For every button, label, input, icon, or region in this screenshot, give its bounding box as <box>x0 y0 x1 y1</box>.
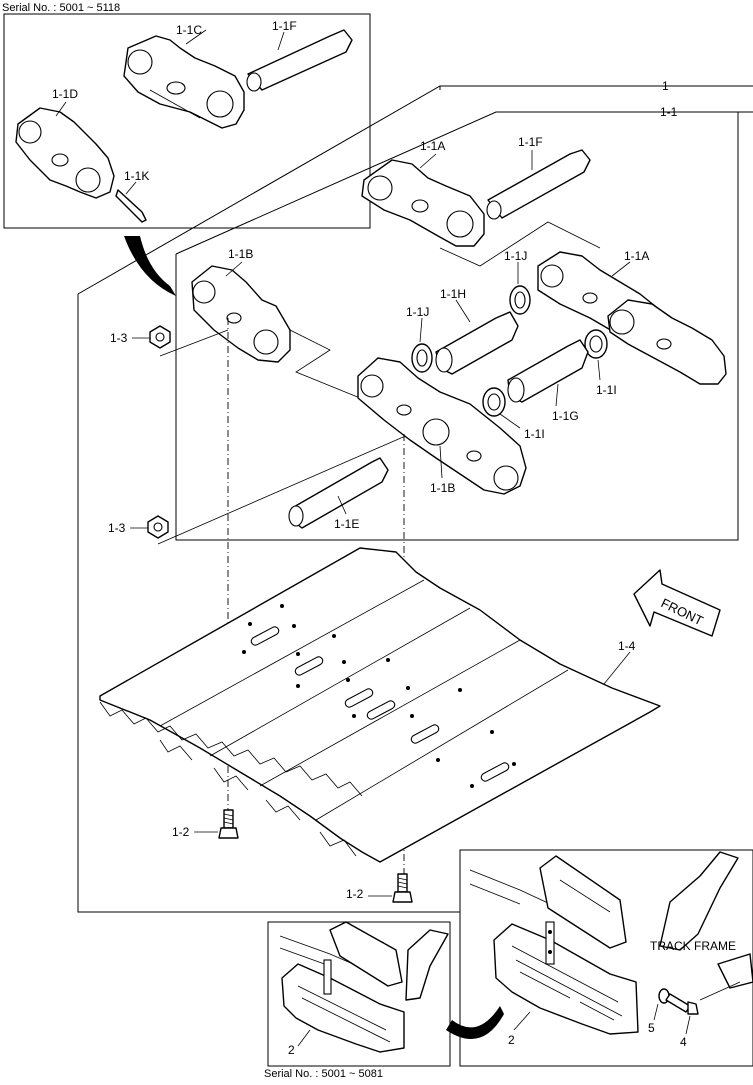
callout-1-1: 1-1 <box>660 105 678 119</box>
callout-1-1b-top: 1-1B <box>228 247 253 261</box>
link-1-1b-bottom: 1-1B <box>357 357 527 495</box>
link-1-1b-top: 1-1B <box>191 247 291 363</box>
bushing-1-1h: 1-1H <box>435 287 519 375</box>
callout-1-1k: 1-1K <box>124 169 149 183</box>
track-shoe-assembly-1-4: 1-4 <box>99 547 661 863</box>
callout-1-2-left: 1-2 <box>172 825 190 839</box>
callout-1-1d: 1-1D <box>52 87 78 101</box>
callout-1-1a-right: 1-1A <box>624 249 649 263</box>
callout-1-1h: 1-1H <box>440 287 466 301</box>
seal-1-1j-right: 1-1J <box>504 249 531 315</box>
assembly-1-1-outline: 1-1 <box>175 105 753 541</box>
pin-1-1f-inset <box>246 29 353 92</box>
link-1-1a-top: 1-1A <box>361 139 485 247</box>
callout-1-3-top: 1-3 <box>110 331 128 345</box>
pin-1-1f-main: 1-1F <box>486 135 591 220</box>
bushing-1-1g: 1-1G <box>507 339 589 423</box>
callout-1-1e: 1-1E <box>334 517 359 531</box>
callout-4: 4 <box>680 1035 687 1049</box>
callout-1-1i-right: 1-1I <box>596 383 617 397</box>
curved-arrow-icon-bottom <box>446 1006 504 1039</box>
callout-1-1j-right: 1-1J <box>504 249 527 263</box>
seal-1-1i-right: 1-1I <box>584 329 617 397</box>
seal-1-1j-left: 1-1J <box>406 305 433 373</box>
callout-1-1j-left: 1-1J <box>406 305 429 319</box>
callout-1-1c: 1-1C <box>176 23 202 37</box>
split-pin-1-1k <box>115 189 147 223</box>
curved-arrow-icon <box>124 236 176 296</box>
bolt-1-2-right: 1-2 <box>346 873 413 903</box>
callout-1-1a-top: 1-1A <box>420 139 445 153</box>
bottom-right-inset: 2 5 4 TRACK FRAME <box>459 849 753 1067</box>
nut-1-3-bottom: 1-3 <box>108 515 169 539</box>
callout-1-1f-inset: 1-1F <box>272 19 297 33</box>
callout-1: 1 <box>662 79 669 93</box>
nut-1-3-top: 1-3 <box>110 325 171 349</box>
link-1-1d <box>15 107 115 199</box>
callout-1-1f-main: 1-1F <box>518 135 543 149</box>
callout-2-left: 2 <box>288 1043 295 1057</box>
serial-bottom-label: Serial No. : 5001 ~ 5081 <box>264 1068 383 1080</box>
bolt-4: 4 <box>665 993 699 1049</box>
callout-1-1i-mid: 1-1I <box>524 427 545 441</box>
top-inset-box: 1-1C 1-1F 1-1D 1-1K <box>3 13 371 229</box>
serial-top-label: Serial No. : 5001 ~ 5118 <box>2 2 120 14</box>
callout-2-right: 2 <box>508 1033 515 1047</box>
seal-1-1i-mid: 1-1I <box>482 387 545 441</box>
callout-1-4: 1-4 <box>618 639 636 653</box>
bottom-left-inset: 2 <box>267 921 451 1067</box>
pin-1-1e: 1-1E <box>288 457 389 531</box>
bolt-1-2-left: 1-2 <box>172 809 239 839</box>
step-2-left: 2 <box>281 959 405 1057</box>
track-frame-label: TRACK FRAME <box>650 939 736 953</box>
callout-1-1b-bottom: 1-1B <box>430 481 455 495</box>
assembly-1-outline: 1 <box>77 79 753 913</box>
front-arrow: FRONT <box>633 569 721 637</box>
callout-5: 5 <box>648 1021 655 1035</box>
callout-1-2-right: 1-2 <box>346 887 364 901</box>
callout-1-3-bottom: 1-3 <box>108 521 126 535</box>
link-1-1a-right: 1-1A <box>537 249 727 385</box>
washer-5: 5 <box>648 988 670 1035</box>
link-1-1c <box>123 35 245 129</box>
callout-1-1g: 1-1G <box>552 409 579 423</box>
step-2-right: 2 <box>493 921 639 1047</box>
